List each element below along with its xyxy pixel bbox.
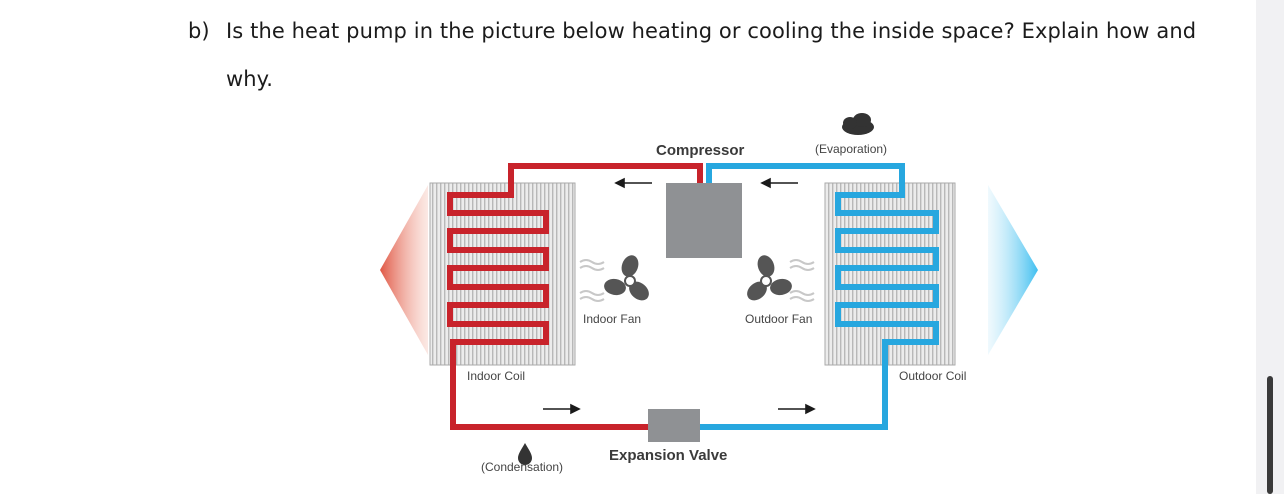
indoor-fan-label: Indoor Fan	[583, 312, 641, 326]
condensation-label: (Condensation)	[481, 460, 563, 474]
indoor-fan-icon	[579, 255, 649, 302]
question-line-2: why.	[226, 67, 273, 91]
hot-refrigerant-line	[447, 163, 703, 430]
outdoor-fan-label: Outdoor Fan	[745, 312, 812, 326]
warm-air-arrow	[380, 185, 428, 355]
expansion-valve-label: Expansion Valve	[609, 447, 727, 464]
outdoor-coil-label: Outdoor Coil	[899, 369, 966, 383]
expansion-valve-unit	[648, 409, 700, 442]
question-label: b)	[188, 19, 210, 43]
heat-pump-diagram: Compressor (Evaporation) Indoor Fan Outd…	[380, 113, 1038, 474]
outdoor-fan-icon	[747, 255, 815, 302]
cool-air-arrow	[988, 185, 1038, 355]
compressor-label: Compressor	[656, 142, 745, 159]
droplet-icon	[518, 443, 532, 465]
cold-refrigerant-line	[700, 163, 939, 430]
compressor-unit	[666, 183, 742, 258]
vertical-scrollbar-thumb[interactable]	[1267, 376, 1273, 494]
question-line-1: Is the heat pump in the picture below he…	[226, 19, 1197, 43]
evaporation-label: (Evaporation)	[815, 142, 887, 156]
indoor-coil-label: Indoor Coil	[467, 369, 525, 383]
document-page: b) Is the heat pump in the picture below…	[0, 0, 1256, 494]
flow-arrows	[543, 177, 816, 415]
cloud-icon	[842, 113, 874, 135]
